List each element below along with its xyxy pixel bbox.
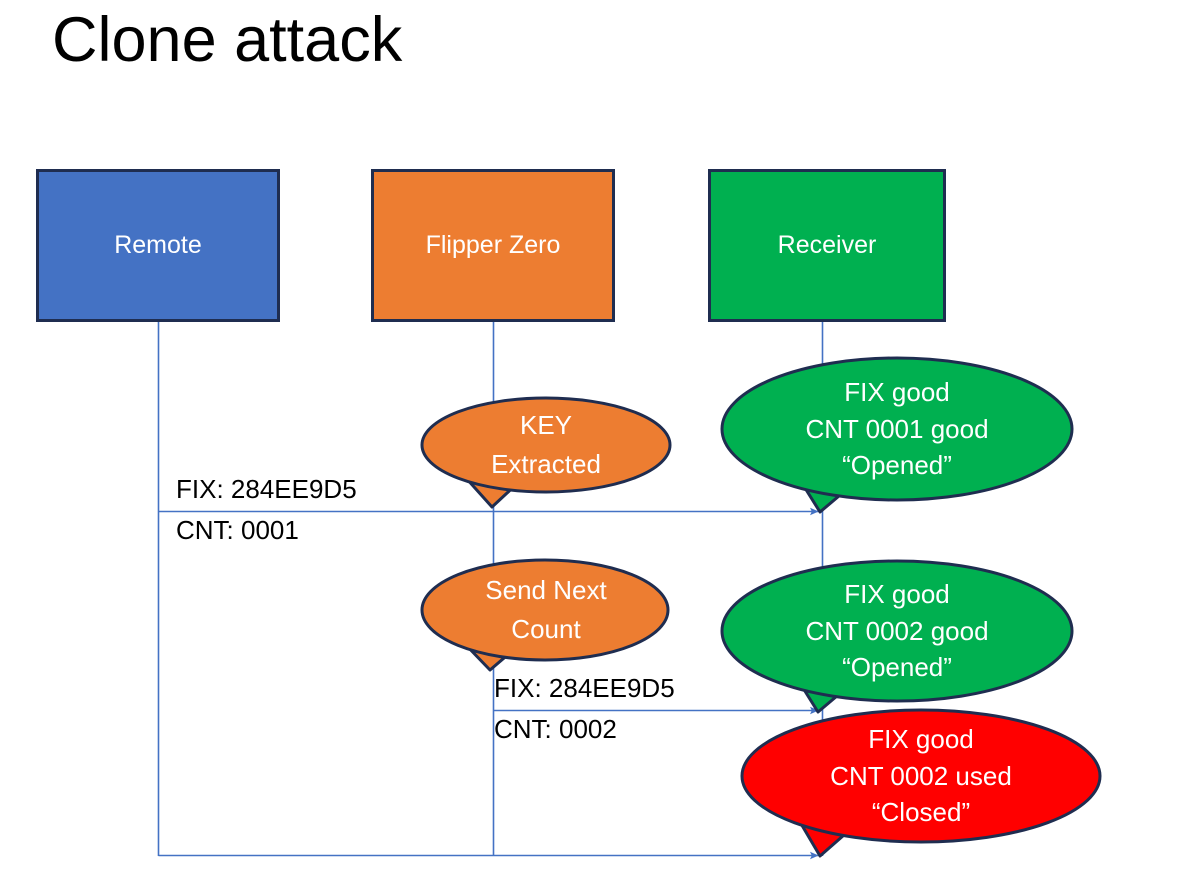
actor-label-receiver: Receiver <box>777 231 877 259</box>
callout-receiver-good-0002-line-3: “Opened” <box>842 652 952 683</box>
actor-box-receiver[interactable]: Receiver <box>708 169 946 322</box>
callout-receiver-good-0002-line-1: FIX good <box>844 578 950 609</box>
callout-send-next-count-line-2: Count <box>511 614 581 644</box>
callout-key-extracted-line-2: Extracted <box>491 449 601 479</box>
callout-key-extracted-line-1: KEY <box>519 410 573 440</box>
callout-receiver-closed-0002-line-1: FIX good <box>868 723 974 754</box>
message-2-cnt-label: CNT: 0002 <box>494 714 617 744</box>
callout-receiver-good-0002-line-2: CNT 0002 good <box>805 615 989 646</box>
callout-send-next-count[interactable]: Send Next Count <box>422 560 670 660</box>
callout-receiver-closed-0002[interactable]: FIX good CNT 0002 used “Closed” <box>742 710 1100 842</box>
callout-receiver-closed-0002-line-3: “Closed” <box>871 797 971 828</box>
callout-send-next-count-line-1: Send Next <box>485 575 607 605</box>
message-1-fix-label: FIX: 284EE9D5 <box>176 474 357 504</box>
callout-shape-receiver-good-0002 <box>720 559 1074 714</box>
callout-key-extracted[interactable]: KEY Extracted <box>422 398 670 492</box>
callout-shape-receiver-closed-0002 <box>740 708 1102 858</box>
callout-receiver-good-0001-line-1: FIX good <box>844 376 950 407</box>
slide-title: Clone attack <box>52 5 403 75</box>
callout-receiver-good-0001[interactable]: FIX good CNT 0001 good “Opened” <box>722 358 1072 500</box>
callout-receiver-good-0002[interactable]: FIX good CNT 0002 good “Opened” <box>722 561 1072 701</box>
actor-label-flipper: Flipper Zero <box>425 231 561 259</box>
actor-box-flipper[interactable]: Flipper Zero <box>371 169 615 322</box>
actor-box-remote[interactable]: Remote <box>36 169 280 322</box>
actor-label-remote: Remote <box>114 231 202 259</box>
callout-receiver-closed-0002-line-2: CNT 0002 used <box>830 760 1012 791</box>
message-1-cnt-label: CNT: 0001 <box>176 515 299 545</box>
callout-shape-key-extracted <box>420 396 672 509</box>
message-2-fix-label: FIX: 284EE9D5 <box>494 673 675 703</box>
callout-shape-receiver-good-0001 <box>720 356 1074 514</box>
callout-shape-send-next-count <box>420 558 670 672</box>
callout-receiver-good-0001-line-2: CNT 0001 good <box>805 413 989 444</box>
callout-receiver-good-0001-line-3: “Opened” <box>842 450 952 481</box>
